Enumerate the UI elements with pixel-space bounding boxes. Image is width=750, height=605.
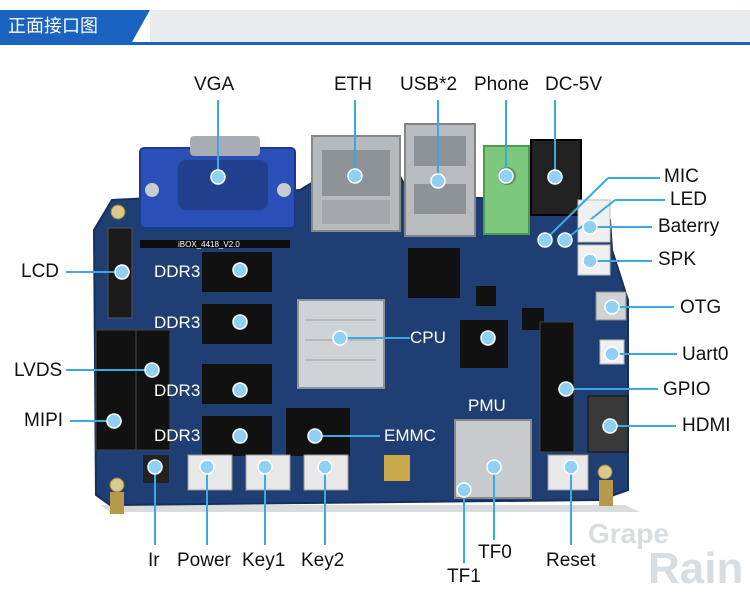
label-ddr-3: DDR3	[154, 381, 201, 400]
mount-hole	[109, 477, 125, 493]
header-bar: 正面接口图	[0, 0, 750, 46]
label-uart: Uart0	[682, 344, 729, 365]
board-shadow	[100, 505, 640, 512]
watermark-line2: Rain	[648, 544, 744, 593]
label-usb: USB*2	[400, 74, 458, 95]
chip	[522, 308, 544, 330]
label-spk: SPK	[658, 249, 697, 270]
label-reset: Reset	[546, 550, 596, 571]
label-lvds: LVDS	[14, 360, 63, 381]
label-pmu: PMU	[468, 396, 506, 415]
watermark-line1: Grape	[588, 518, 669, 549]
label-mipi: MIPI	[24, 410, 64, 431]
label-dc: DC-5V	[545, 74, 603, 95]
label-lcd: LCD	[21, 261, 60, 282]
silkscreen-text: iBOX_4418_V2.0	[178, 240, 240, 249]
label-led: LED	[670, 189, 707, 210]
leader-lines	[66, 100, 677, 563]
header-background	[150, 10, 750, 42]
page-title: 正面接口图	[0, 10, 150, 42]
label-otg: OTG	[680, 297, 722, 318]
label-ddr-2: DDR3	[154, 313, 201, 332]
standoff	[599, 480, 613, 506]
label-ddr-4: DDR3	[154, 426, 201, 445]
button	[384, 455, 410, 481]
chip	[408, 248, 460, 298]
mount-hole	[597, 464, 613, 480]
label-hdmi: HDMI	[682, 415, 731, 436]
label-key2: Key2	[301, 550, 345, 571]
lvds-header	[95, 329, 137, 451]
mount-hole	[110, 204, 126, 220]
label-power: Power	[177, 550, 231, 571]
label-eth: ETH	[334, 74, 372, 95]
label-mic: MIC	[664, 166, 699, 187]
header-rule	[0, 42, 750, 45]
label-key1: Key1	[242, 550, 286, 571]
label-tf1: TF1	[447, 566, 481, 587]
mipi-header	[135, 329, 171, 451]
label-gpio: GPIO	[663, 379, 711, 400]
chip	[476, 286, 496, 306]
label-emmc: EMMC	[384, 426, 436, 445]
label-vga: VGA	[194, 74, 235, 95]
label-ir: Ir	[148, 550, 160, 571]
label-ddr-1: DDR3	[154, 262, 201, 281]
marker-dots	[106, 168, 620, 498]
label-battery: Baterry	[658, 216, 720, 237]
label-tf0: TF0	[478, 542, 512, 563]
standoff	[110, 492, 124, 514]
label-cpu: CPU	[410, 328, 446, 347]
label-phone: Phone	[474, 74, 529, 95]
